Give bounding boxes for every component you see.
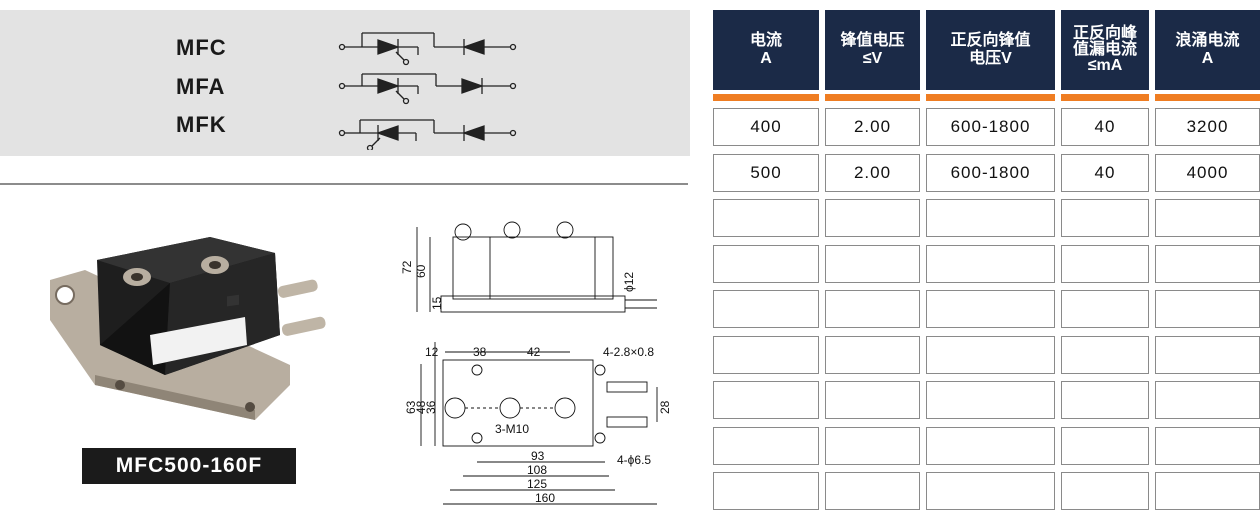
dim-top-12: 12 — [425, 345, 439, 359]
accent-bar — [926, 94, 1055, 101]
table-cell — [926, 244, 1055, 283]
table-cell — [926, 472, 1055, 510]
model-label-mfk: MFK — [176, 112, 227, 137]
table-cell — [825, 244, 920, 283]
table-cell — [713, 244, 819, 283]
model-label-mfc: MFC — [176, 35, 227, 60]
table-cell — [926, 381, 1055, 419]
dim-width-160: 160 — [535, 491, 555, 505]
table-cell — [926, 335, 1055, 374]
table-cell — [713, 199, 819, 237]
table-cell — [1155, 335, 1260, 374]
accent-bar — [1155, 94, 1260, 101]
model-label-mfa: MFA — [176, 74, 226, 99]
dim-top-42: 42 — [527, 345, 541, 359]
circuit-panel: MFC MFA MFK — [0, 10, 690, 156]
dim-height-36: 36 — [424, 400, 438, 414]
accent-bar — [713, 94, 819, 101]
dim-height-63: 63 — [404, 400, 418, 414]
circuit-symbols — [338, 32, 517, 150]
table-cell — [1061, 335, 1149, 374]
header-peak-voltage: 锋值电压≤V — [825, 10, 920, 90]
table-cell — [713, 335, 819, 374]
table-cell: 2.00 — [825, 153, 920, 192]
table-cell — [1155, 472, 1260, 510]
table-cell — [825, 472, 920, 510]
table-cell — [825, 199, 920, 237]
dim-width-125: 125 — [527, 477, 547, 491]
product-model-tag: MFC500-160F — [82, 448, 296, 484]
table-cell: 2.00 — [825, 108, 920, 146]
dim-top-38: 38 — [473, 345, 487, 359]
dim-width-108: 108 — [527, 463, 547, 477]
table-cell — [926, 290, 1055, 328]
dim-height-base: 15 — [430, 296, 444, 310]
dim-base-holes: 4-ϕ6.5 — [617, 453, 651, 467]
table-cell: 40 — [1061, 153, 1149, 192]
table-cell — [713, 472, 819, 510]
header-repetitive-voltage: 正反向锋值电压V — [926, 10, 1055, 90]
table-cell — [926, 426, 1055, 465]
circuit-mfk-icon — [338, 119, 517, 150]
dim-width-93: 93 — [531, 449, 545, 463]
dim-terminals: 3-M10 — [495, 422, 529, 436]
table-cell — [1061, 244, 1149, 283]
table-cell: 600-1800 — [926, 108, 1055, 146]
table-cell — [825, 426, 920, 465]
table-cell — [825, 290, 920, 328]
table-cell — [1155, 244, 1260, 283]
dim-tube-spacing: 28 — [658, 400, 672, 414]
table-cell — [1061, 199, 1149, 237]
table-cell — [926, 199, 1055, 237]
accent-bar — [825, 94, 920, 101]
dimension-drawing: 72 60 15 ϕ12 12 38 42 4-2.8×0.8 63 48 36… — [400, 221, 672, 505]
dim-height-body: 60 — [414, 264, 428, 278]
table-cell — [713, 381, 819, 419]
table-cell — [1155, 426, 1260, 465]
header-leakage-current: 正反向峰值漏电流≤mA — [1061, 10, 1149, 90]
circuit-mfc-icon — [338, 32, 517, 66]
table-cell — [825, 381, 920, 419]
table-cell — [1155, 290, 1260, 328]
table-cell — [1061, 290, 1149, 328]
table-cell: 600-1800 — [926, 153, 1055, 192]
circuit-mfa-icon — [338, 73, 517, 105]
dim-height-48: 48 — [414, 400, 428, 414]
table-cell — [1155, 199, 1260, 237]
table-cell — [713, 426, 819, 465]
table-cell — [1061, 381, 1149, 419]
table-cell: 3200 — [1155, 108, 1260, 146]
table-cell: 4000 — [1155, 153, 1260, 192]
product-photo — [50, 237, 326, 420]
dim-height-total: 72 — [400, 260, 414, 274]
table-cell: 400 — [713, 108, 819, 146]
table-cell — [825, 335, 920, 374]
section-divider — [0, 183, 688, 185]
dim-tube-diameter: ϕ12 — [622, 272, 636, 292]
table-cell — [1061, 426, 1149, 465]
table-cell — [1061, 472, 1149, 510]
table-cell: 500 — [713, 153, 819, 192]
table-cell: 40 — [1061, 108, 1149, 146]
table-cell — [1155, 381, 1260, 419]
dim-mount-holes: 4-2.8×0.8 — [603, 345, 654, 359]
table-cell — [713, 290, 819, 328]
accent-bar — [1061, 94, 1149, 101]
